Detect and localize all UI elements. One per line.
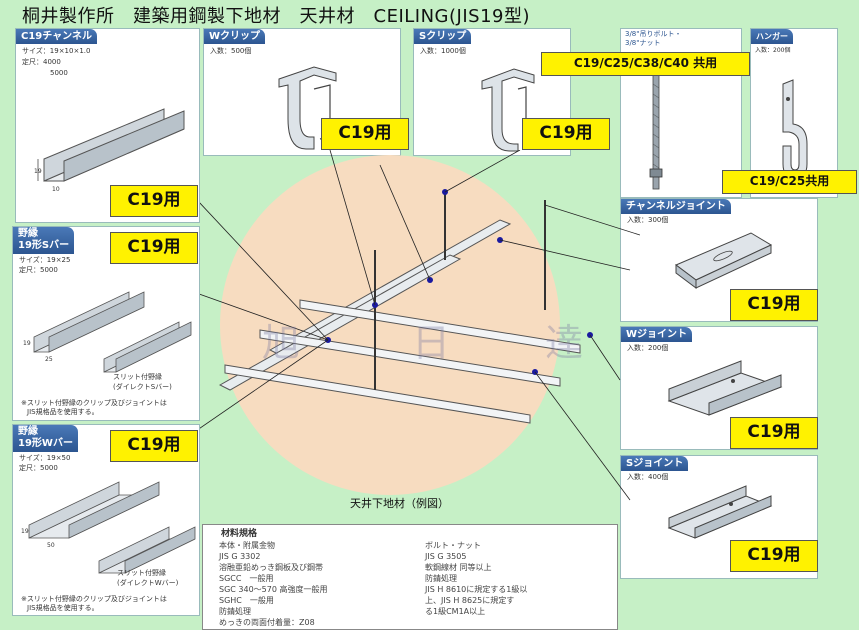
watermark-2: 日 <box>412 321 451 365</box>
s-bar-slit-label: スリット付野縁 <box>113 373 162 381</box>
c19-label-channel-joint: C19用 <box>730 289 818 321</box>
left-line: SGHC 一般用 <box>219 596 274 605</box>
w-bar-panel: 野縁 19形Wバー サイズ：19×50 定尺：5000 50 19 スリット付野… <box>12 424 200 616</box>
right-line: ボルト・ナット <box>425 541 481 550</box>
w-bar-header: 野縁 19形Wバー <box>13 425 78 452</box>
w-clip-qty: 入数：500個 <box>210 47 252 55</box>
channel-size: サイズ：19×10×1.0 <box>22 47 91 55</box>
s-joint-header: Sジョイント <box>621 456 689 471</box>
bolt-header-1: 3/8"吊りボルト・ <box>625 30 682 38</box>
left-line: 本体・附属金物 <box>219 541 275 550</box>
spec-title: 材料規格 <box>221 529 258 539</box>
right-line: JIS H 8610に規定する1級以 <box>425 585 528 594</box>
material-spec-box: 材料規格 本体・附属金物 JIS G 3302 溶融亜鉛めっき鋼板及び鋼帯 SGCC … <box>202 524 618 630</box>
common-label-c19-c25: C19/C25共用 <box>722 170 857 194</box>
w-bar-slit-label: スリット付野縁 <box>117 569 166 577</box>
s-clip-header: Sクリップ <box>414 29 472 44</box>
s-bar-dim-25: 25 <box>45 356 53 363</box>
c19-label-s-clip: C19用 <box>522 118 610 150</box>
w-bar-header-1: 野縁 <box>18 426 38 437</box>
right-line: 軟鋼線材 同等以上 <box>425 563 492 572</box>
hanger-qty: 入数：200個 <box>755 47 791 54</box>
c19-label-w-clip: C19用 <box>321 118 409 150</box>
bolt-illustration <box>649 74 663 190</box>
s-bar-header: 野縁 19形Sバー <box>13 227 75 254</box>
left-line: 溶融亜鉛めっき鋼板及び鋼帯 <box>219 563 323 572</box>
w-bar-dim-50: 50 <box>47 542 55 549</box>
left-line: SGCC 一般用 <box>219 574 274 583</box>
channel-joint-header: チャンネルジョイント <box>621 199 731 214</box>
ceiling-diagram: 天井下地材（例図） <box>200 150 640 510</box>
channel-length-alt: 5000 <box>50 69 68 77</box>
s-clip-illustration <box>481 68 535 152</box>
s-joint-qty: 入数：400個 <box>627 473 669 481</box>
c19-label-s-joint: C19用 <box>730 540 818 572</box>
watermark-3: 達 <box>545 321 584 365</box>
w-bar-note-1: ※スリット付野縁のクリップ及びジョイントは <box>21 595 167 603</box>
c19-label-s-bar: C19用 <box>110 232 198 264</box>
s-bar-dim-19: 19 <box>23 340 31 347</box>
page-title: 桐井製作所 建築用鋼製下地材 天井材 CEILING(JIS19型) <box>22 6 530 27</box>
common-label-c19-c25-c38-c40: C19/C25/C38/C40 共用 <box>541 52 750 76</box>
hanger-header: ハンガー <box>751 29 793 44</box>
left-line: JIS G 3302 <box>219 552 261 561</box>
channel-length: 定尺：4000 <box>22 58 61 66</box>
w-bar-slit-sub: (ダイレクトWバー) <box>117 579 179 587</box>
channel-dim-10: 10 <box>52 186 60 193</box>
diagram-caption: 天井下地材（例図） <box>350 496 449 510</box>
s-bar-header-1: 野縁 <box>18 228 38 239</box>
s-bar-header-2: 19形Sバー <box>18 240 70 251</box>
channel-joint-qty: 入数：300個 <box>627 216 669 224</box>
hanger-illustration <box>782 79 808 179</box>
right-line: 上、JIS H 8625に規定す <box>425 596 515 605</box>
hanger-panel: ハンガー 入数：200個 <box>750 28 838 198</box>
s-bar-illustration: 25 19 <box>23 291 192 373</box>
s-bar-length: 定尺：5000 <box>19 266 58 274</box>
s-bar-slit-sub: (ダイレクトSバー) <box>113 383 172 391</box>
s-bar-note-1: ※スリット付野縁のクリップ及びジョイントは <box>21 399 167 407</box>
c19-label-w-bar: C19用 <box>110 430 198 462</box>
channel-header: C19チャンネル <box>16 29 97 44</box>
w-bar-size: サイズ：19×50 <box>19 454 71 462</box>
left-line: SGC 340～570 高強度一般用 <box>219 585 328 594</box>
w-joint-illustration <box>667 360 783 416</box>
channel-dim-19: 19 <box>34 168 42 175</box>
channel-illustration: 19 10 <box>34 108 185 193</box>
w-joint-header: Wジョイント <box>621 327 693 342</box>
w-bar-length: 定尺：5000 <box>19 464 58 472</box>
right-line: る1級CM1A以上 <box>425 607 486 616</box>
s-bar-note-2: JIS規格品を使用する。 <box>27 408 99 416</box>
w-bar-note-2: JIS規格品を使用する。 <box>27 604 99 612</box>
w-clip-header: Wクリップ <box>204 29 266 44</box>
w-bar-illustration: 50 19 <box>21 481 196 574</box>
left-line: めっきの両面付着量：Z08 <box>219 618 315 627</box>
w-joint-qty: 入数：200個 <box>627 344 669 352</box>
bolt-header-2: 3/8"ナット <box>625 39 661 47</box>
s-clip-qty: 入数：1000個 <box>420 47 466 55</box>
channel-joint-illustration <box>675 232 773 289</box>
watermark-1: 旭 <box>262 321 301 365</box>
c19-label-w-joint: C19用 <box>730 417 818 449</box>
s-joint-illustration <box>667 485 773 539</box>
w-bar-dim-19: 19 <box>21 528 29 535</box>
c19-label-channel: C19用 <box>110 185 198 217</box>
s-bar-panel: 野縁 19形Sバー サイズ：19×25 定尺：5000 25 19 スリット付野… <box>12 226 200 421</box>
s-bar-size: サイズ：19×25 <box>19 256 71 264</box>
left-line: 防錆処理 <box>219 607 251 616</box>
right-line: 防錆処理 <box>425 574 457 583</box>
channel-panel: C19チャンネル サイズ：19×10×1.0 定尺：4000 5000 19 1… <box>15 28 200 223</box>
right-line: JIS G 3505 <box>425 552 467 561</box>
w-bar-header-2: 19形Wバー <box>18 438 73 449</box>
